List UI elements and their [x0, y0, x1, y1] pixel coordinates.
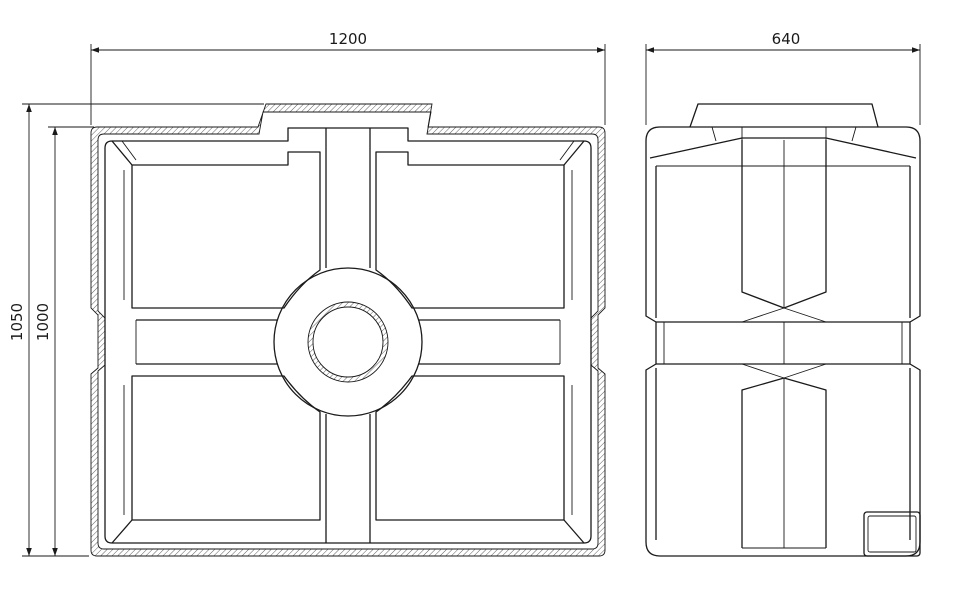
panel-upper-left — [131, 151, 321, 309]
chamfer-tl — [111, 140, 133, 166]
side-view — [645, 103, 921, 557]
dimension-lines: 1200 640 1050 1000 — [8, 30, 921, 557]
side-neck-tick-left — [711, 126, 717, 142]
side-waist-diag-4 — [783, 363, 827, 379]
hub-outer-ring — [273, 267, 423, 417]
chamfer-tl-2 — [121, 140, 137, 161]
dim-side-width-label: 640 — [772, 30, 801, 48]
side-waist-diag-1 — [741, 307, 785, 323]
panel-upper-right — [375, 151, 565, 309]
chamfer-bl — [111, 519, 133, 544]
dim-total-height-label: 1050 — [8, 303, 26, 341]
side-outer-body — [645, 126, 921, 557]
chamfer-tr-2 — [559, 140, 575, 161]
inlet-opening — [312, 306, 384, 378]
front-inner-body — [104, 127, 592, 544]
side-neck-tick-right — [851, 126, 857, 142]
dim-front-width-label: 1200 — [329, 30, 367, 48]
front-view — [90, 103, 606, 557]
drain-outlet-box — [863, 511, 921, 557]
panel-lower-right — [375, 375, 565, 521]
chamfer-tr — [563, 140, 585, 166]
side-waist-diag-3 — [741, 363, 785, 379]
drain-outlet-inner — [867, 515, 917, 553]
dim-body-height-label: 1000 — [34, 303, 52, 341]
front-outer-wall — [90, 103, 606, 557]
chamfer-br — [563, 519, 585, 544]
side-shoulder-top — [649, 137, 917, 159]
side-waist-diag-2 — [783, 307, 827, 323]
panel-lower-left — [131, 375, 321, 521]
side-neck — [689, 103, 879, 128]
